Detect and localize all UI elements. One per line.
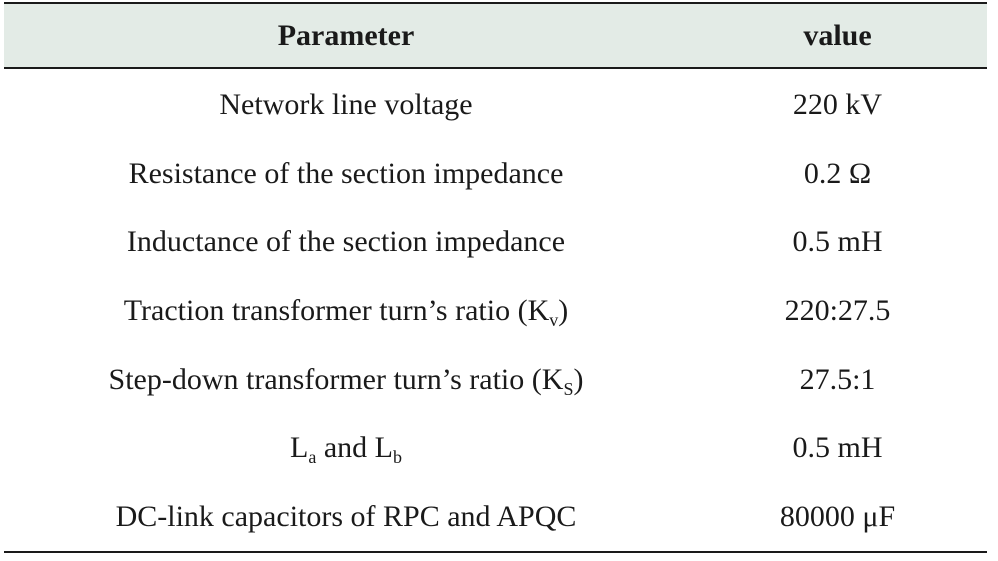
value-cell: 220:27.5 <box>784 294 891 328</box>
header-value: value <box>803 18 872 52</box>
header-row: Parameter value <box>4 3 987 68</box>
param-cell: Network line voltage <box>219 88 473 122</box>
param-subscript: b <box>392 447 402 468</box>
table-body: Network line voltage 220 kV Resistance o… <box>4 68 987 553</box>
param-tail: ) <box>558 294 569 328</box>
value-cell: 0.5 mH <box>792 431 883 465</box>
value-cell: 0.2 Ω <box>803 156 872 190</box>
param-text: Traction transformer turn’s ratio (K <box>123 294 550 328</box>
table-row: La and Lb 0.5 mH <box>4 414 987 483</box>
table-row: Traction transformer turn’s ratio (Kv) 2… <box>4 277 987 346</box>
param-text: L <box>290 431 309 465</box>
param-text: Step-down transformer turn’s ratio (K <box>108 362 564 396</box>
param-subscript: S <box>563 378 574 399</box>
table-row: Resistance of the section impedance 0.2 … <box>4 140 987 209</box>
param-text: and L <box>316 431 393 465</box>
parameter-table: Parameter value Network line voltage 220… <box>4 2 987 553</box>
header-parameter: Parameter <box>277 18 415 52</box>
param-cell: Traction transformer turn’s ratio (Kv) <box>4 277 688 346</box>
param-cell: Inductance of the section impedance <box>126 225 566 259</box>
table-header: Parameter value <box>4 3 987 68</box>
value-cell: 80000 μF <box>779 499 896 533</box>
parameter-table-container: Parameter value Network line voltage 220… <box>4 2 987 553</box>
param-cell: Resistance of the section impedance <box>128 156 564 190</box>
param-cell: DC-link capacitors of RPC and APQC <box>115 499 577 533</box>
table-row: Inductance of the section impedance 0.5 … <box>4 208 987 277</box>
value-cell: 220 kV <box>792 88 883 122</box>
table-row: Network line voltage 220 kV <box>4 68 987 140</box>
table-row: Step-down transformer turn’s ratio (KS) … <box>4 345 987 414</box>
param-subscript: v <box>549 310 559 331</box>
value-cell: 27.5:1 <box>799 362 876 396</box>
param-cell: Step-down transformer turn’s ratio (KS) <box>4 345 688 414</box>
param-cell: La and Lb <box>4 414 688 483</box>
param-tail: ) <box>573 362 584 396</box>
value-cell: 0.5 mH <box>792 225 883 259</box>
table-row: DC-link capacitors of RPC and APQC 80000… <box>4 483 987 553</box>
param-subscript: a <box>308 447 317 468</box>
